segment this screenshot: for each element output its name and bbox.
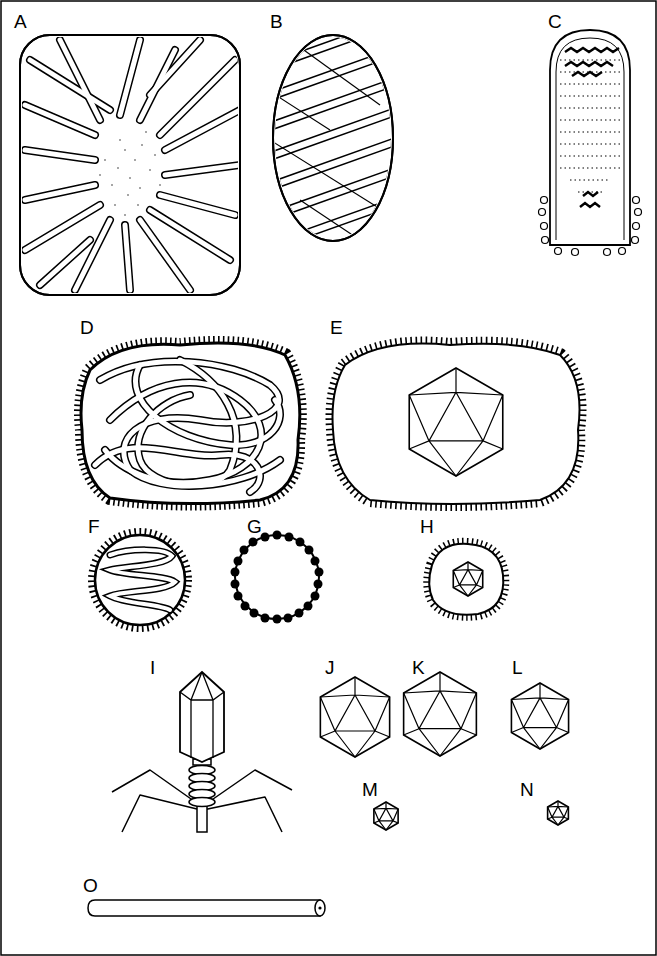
- panel-letter: N: [520, 780, 534, 799]
- panel-letter: F: [88, 517, 100, 536]
- panel-letter: B: [270, 12, 283, 31]
- panel-letter: O: [83, 876, 98, 895]
- panel-letter: C: [548, 12, 562, 31]
- panel-letter: E: [330, 318, 343, 337]
- panel-letter: K: [412, 658, 425, 677]
- panel-letter: G: [247, 517, 262, 536]
- panel-letter: J: [325, 658, 335, 677]
- panel-letter: H: [420, 517, 434, 536]
- panel-letter: D: [80, 318, 94, 337]
- panel-letter: I: [150, 658, 155, 677]
- panel-letter: L: [512, 658, 523, 677]
- panel-letter: M: [362, 780, 378, 799]
- panel-letter: A: [14, 12, 27, 31]
